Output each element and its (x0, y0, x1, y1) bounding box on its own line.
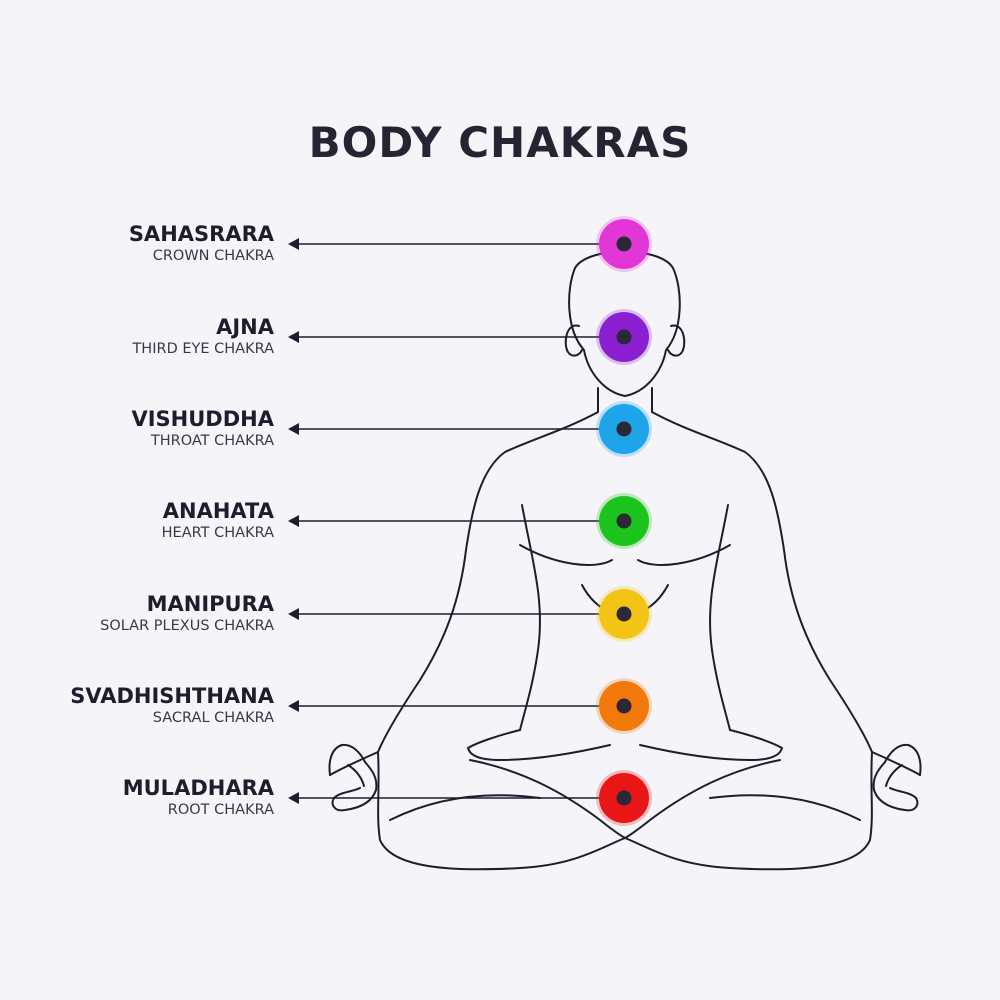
chakra-subtitle: HEART CHAKRA (161, 525, 274, 541)
left-torso-side (519, 504, 541, 731)
pointer-lines (288, 238, 624, 804)
chakra-subtitle: CROWN CHAKRA (152, 248, 274, 264)
chakra-subtitle: SACRAL CHAKRA (152, 710, 274, 726)
chakra-subtitle: ROOT CHAKRA (167, 802, 274, 818)
right-forearm (871, 751, 921, 776)
right-leg-top (624, 759, 781, 839)
chakra-label-anahata: ANAHATA HEART CHAKRA (162, 499, 274, 542)
left-hand-fingers (347, 764, 365, 787)
arrowhead-anahata (288, 515, 299, 527)
chakra-center-dot-muladhara (616, 790, 632, 806)
arrowhead-muladhara (288, 792, 299, 804)
chakra-name: ANAHATA (162, 499, 274, 523)
chakra-center-dot-ajna (616, 329, 632, 345)
chakra-name: SAHASRARA (128, 222, 274, 246)
chest-left (519, 544, 613, 566)
chakra-label-svadhishthana: SVADHISHTHANA SACRAL CHAKRA (70, 684, 274, 727)
chakra-label-manipura: MANIPURA SOLAR PLEXUS CHAKRA (100, 592, 274, 635)
chest-right (637, 544, 731, 566)
chakra-subtitle: SOLAR PLEXUS CHAKRA (100, 618, 274, 634)
chakra-center-dot-svadhishthana (616, 698, 632, 714)
chakra-name: MULADHARA (122, 776, 274, 800)
right-arm-outer (651, 411, 873, 753)
chakra-center-dot-sahasrara (616, 236, 632, 252)
chakra-label-vishuddha: VISHUDDHA THROAT CHAKRA (131, 407, 274, 450)
chakra-center-dot-manipura (616, 606, 632, 622)
left-forearm (329, 751, 379, 776)
chakra-subtitle: THIRD EYE CHAKRA (132, 341, 274, 357)
right-ear (667, 324, 686, 357)
chakra-label-ajna: AJNA THIRD EYE CHAKRA (132, 315, 274, 358)
arrowhead-vishuddha (288, 423, 299, 435)
right-shin (709, 794, 861, 821)
chakra-name: MANIPURA (146, 592, 274, 616)
chakra-label-sahasrara: SAHASRARA CROWN CHAKRA (129, 222, 274, 265)
arrowhead-manipura (288, 608, 299, 620)
left-leg-top (469, 759, 626, 839)
chakra-label-muladhara: MULADHARA ROOT CHAKRA (123, 776, 274, 819)
arrowhead-ajna (288, 331, 299, 343)
chakra-subtitle: THROAT CHAKRA (150, 433, 274, 449)
page-title: BODY CHAKRAS (308, 118, 692, 167)
chakra-center-dot-vishuddha (616, 421, 632, 437)
left-shin (389, 794, 541, 821)
right-torso-side (709, 504, 731, 731)
chakra-name: SVADHISHTHANA (70, 684, 274, 708)
chakra-name: VISHUDDHA (131, 407, 274, 431)
right-hand-fingers (885, 764, 903, 787)
chakra-circles (596, 216, 652, 826)
chakra-center-dot-anahata (616, 513, 632, 529)
waist (467, 729, 783, 761)
head-outline (568, 250, 681, 397)
right-hand (872, 743, 922, 812)
arrowhead-svadhishthana (288, 700, 299, 712)
body-outline (328, 250, 922, 871)
left-hand (328, 743, 378, 812)
left-ear (564, 324, 583, 357)
arrowhead-sahasrara (288, 238, 299, 250)
left-arm-outer (377, 411, 599, 753)
chakra-name: AJNA (216, 315, 274, 339)
